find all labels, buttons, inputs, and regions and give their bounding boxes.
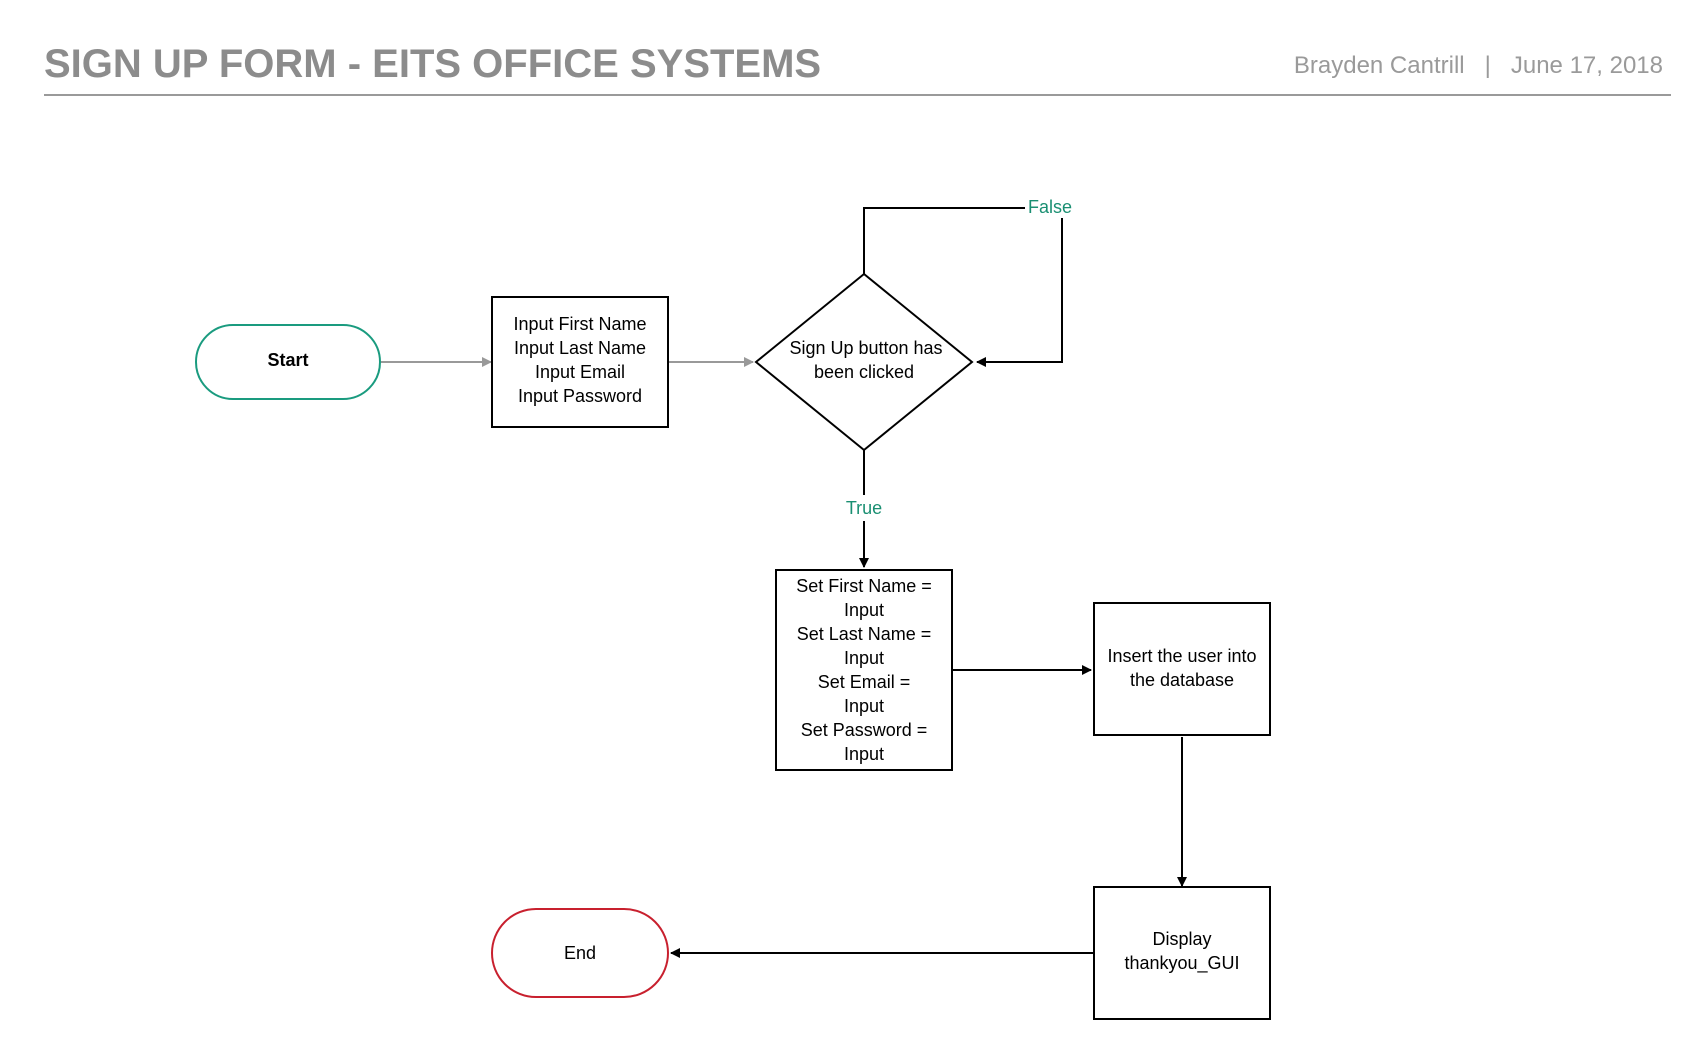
start-label: Start	[267, 350, 308, 370]
set-line: Input	[844, 648, 884, 668]
inputs-line: Input First Name	[513, 314, 646, 334]
meta-separator: |	[1484, 52, 1491, 79]
end-label: End	[564, 943, 596, 963]
insert-line: the database	[1130, 670, 1234, 690]
set-line: Input	[844, 600, 884, 620]
decision-line: been clicked	[814, 362, 914, 382]
edge-label-false: False	[1028, 197, 1072, 217]
set-line: Set Password =	[801, 720, 928, 740]
start-node: Start	[195, 324, 381, 400]
document-date: June 17, 2018	[1510, 52, 1663, 79]
display-line: thankyou_GUI	[1124, 953, 1239, 974]
set-line: Input	[844, 744, 884, 764]
display-node: Display thankyou_GUI	[1093, 886, 1271, 1020]
header-divider	[44, 94, 1671, 96]
end-node: End	[491, 908, 669, 998]
edges	[381, 207, 1187, 958]
decision-line: Sign Up button has	[789, 338, 942, 358]
set-values-node: Set First Name = Input Set Last Name = I…	[775, 569, 953, 771]
set-line: Set First Name =	[796, 576, 932, 596]
set-line: Input	[844, 696, 884, 716]
inputs-node: Input First Name Input Last Name Input E…	[491, 296, 669, 428]
set-line: Set Email =	[818, 672, 911, 692]
author-name: Brayden Cantrill	[1293, 52, 1465, 79]
header-meta: Brayden Cantrill | June 17, 2018	[1294, 52, 1663, 80]
header: SIGN UP FORM - EITS OFFICE SYSTEMS Brayd…	[0, 0, 1707, 110]
insert-line: Insert the user into	[1107, 646, 1256, 666]
display-line: Display	[1152, 929, 1211, 949]
inputs-line: Input Password	[518, 386, 642, 406]
edge-label-true: True	[846, 498, 882, 518]
inputs-line: Input Email	[535, 362, 625, 382]
page-title: SIGN UP FORM - EITS OFFICE SYSTEMS	[44, 42, 822, 86]
insert-node: Insert the user into the database	[1093, 602, 1271, 736]
decision-node: Sign Up button has been clicked	[754, 272, 974, 452]
set-line: Set Last Name =	[797, 624, 932, 644]
inputs-line: Input Last Name	[514, 338, 646, 358]
